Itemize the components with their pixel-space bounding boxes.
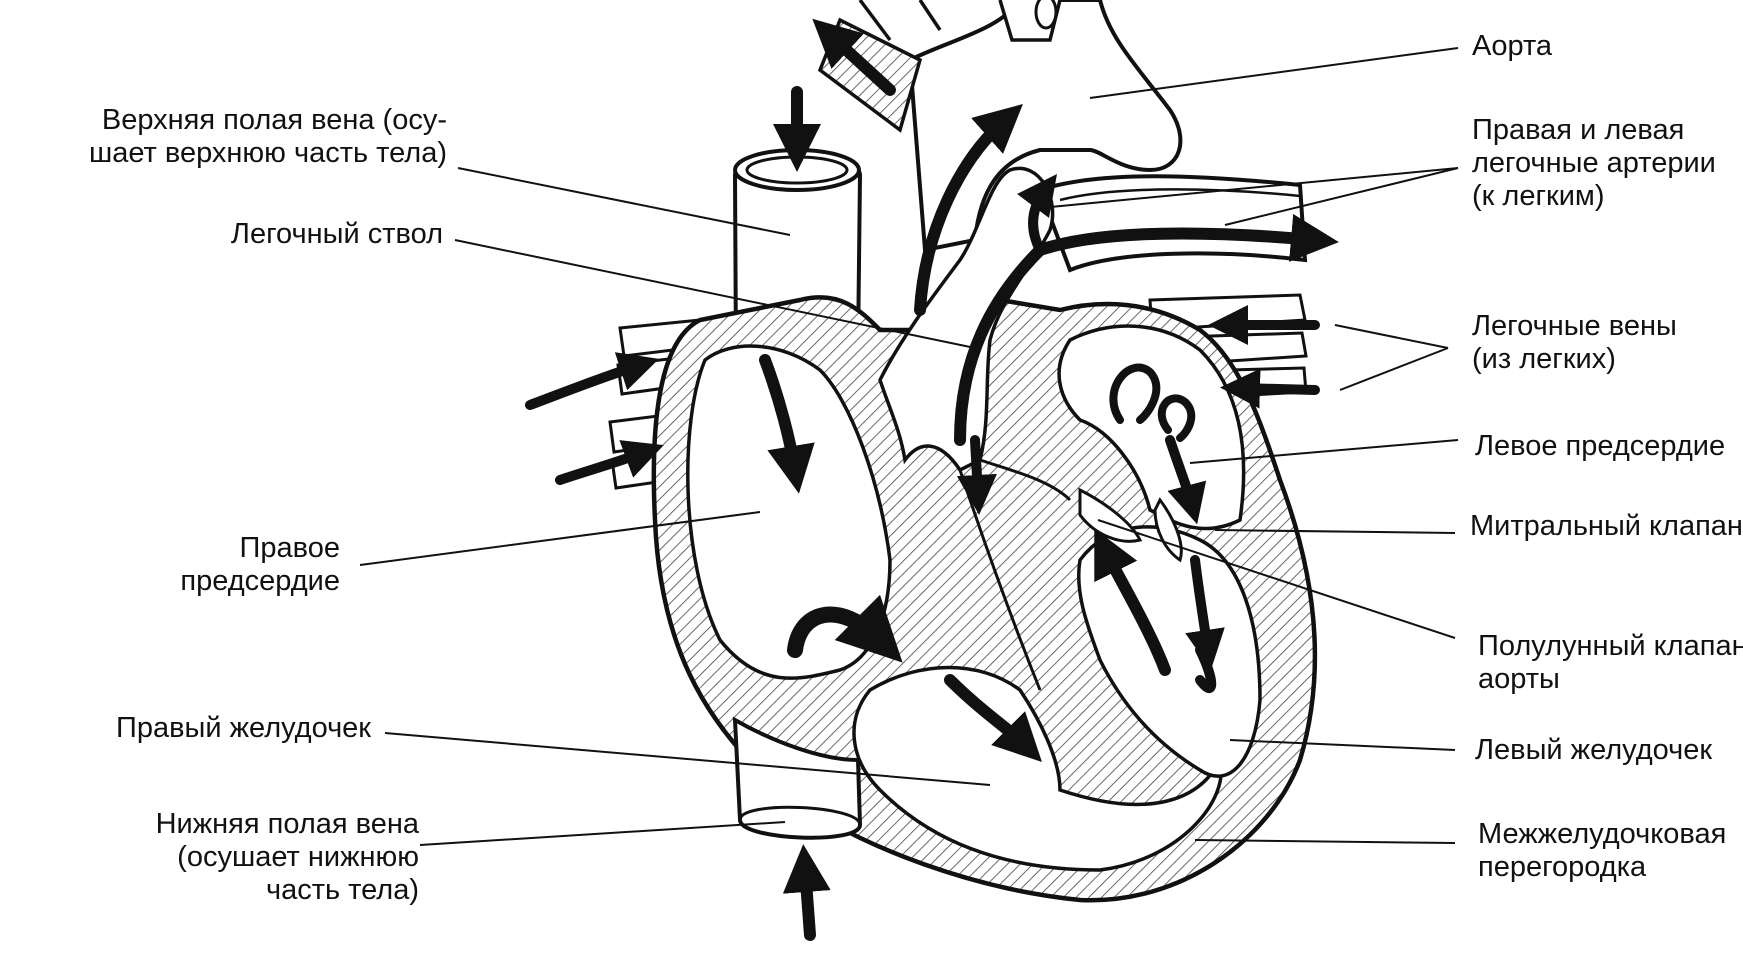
label-left-ventricle: Левый желудочек (1475, 734, 1713, 766)
leader-septum (1194, 839, 1456, 844)
arrow-pulm-trunk-up (914, 104, 1023, 316)
leader-lines (359, 47, 1459, 846)
arrow-lv-up (1094, 528, 1171, 676)
arrow-rv-to-trunk (944, 674, 1042, 762)
label-pulmonary-arteries: Правая и левая легочные артерии (к легки… (1472, 114, 1716, 212)
left-atrium-flow-loops (1109, 363, 1196, 442)
arrow-to-right-lung (812, 18, 896, 96)
leader-svc (457, 167, 791, 236)
label-superior-vena-cava: Верхняя полая вена (осу- шает верхнюю ча… (89, 104, 447, 169)
arrow-tricuspid (787, 594, 903, 663)
arrow-mitral-down (1185, 555, 1225, 670)
leader-left-atrium (1189, 439, 1459, 464)
arrow-ivc-up (782, 844, 831, 941)
leader-mitral (1214, 529, 1456, 534)
arrow-trunk-up (956, 435, 997, 515)
leader-left-ventricle (1229, 739, 1456, 751)
arrow-to-left-lung (1034, 214, 1339, 262)
label-pulmonary-veins: Легочные вены (из легких) (1472, 310, 1677, 375)
arrow-la-down (1165, 435, 1207, 525)
leader-right-ventricle (384, 732, 991, 786)
leader-aorta (1089, 47, 1459, 99)
leader-pulm-arteries-1 (1039, 167, 1459, 209)
leader-right-atrium (359, 511, 761, 566)
leader-pulm-arteries-2 (1224, 167, 1459, 226)
label-interventricular-septum: Межжелудочковая перегородка (1478, 818, 1727, 883)
leader-pulm-veins-2 (1339, 347, 1449, 391)
leader-pulm-veins-1 (1334, 324, 1449, 349)
label-aortic-semilunar-valve: Полулунный клапан аорты (1478, 630, 1743, 695)
arrow-pv-left-1 (525, 352, 660, 410)
arrow-lv-loop (1195, 645, 1217, 693)
arrow-pv-right-2 (1220, 368, 1320, 409)
leader-ivc (419, 821, 786, 846)
leader-pulm-trunk (454, 239, 976, 349)
label-right-ventricle: Правый желудочек (116, 712, 371, 744)
left-atrium-chamber (1057, 324, 1246, 531)
blood-flow-arrows (525, 18, 1339, 941)
label-pulmonary-trunk: Легочный ствол (230, 218, 443, 250)
label-left-atrium: Левое предсердие (1475, 430, 1726, 462)
leader-semilunar (1097, 519, 1456, 639)
arrow-pv-left-2 (555, 440, 664, 485)
label-inferior-vena-cava: Нижняя полая вена (осушает нижнюю часть … (155, 808, 419, 906)
label-mitral-valve: Митральный клапан (1470, 510, 1743, 542)
arrow-ra-down (759, 354, 815, 494)
label-aorta: Аорта (1472, 30, 1553, 62)
label-right-atrium: Правое предсердие (180, 532, 340, 597)
arrow-aortic-arch (1017, 173, 1057, 255)
arrow-pulm-left-up (954, 244, 1046, 446)
